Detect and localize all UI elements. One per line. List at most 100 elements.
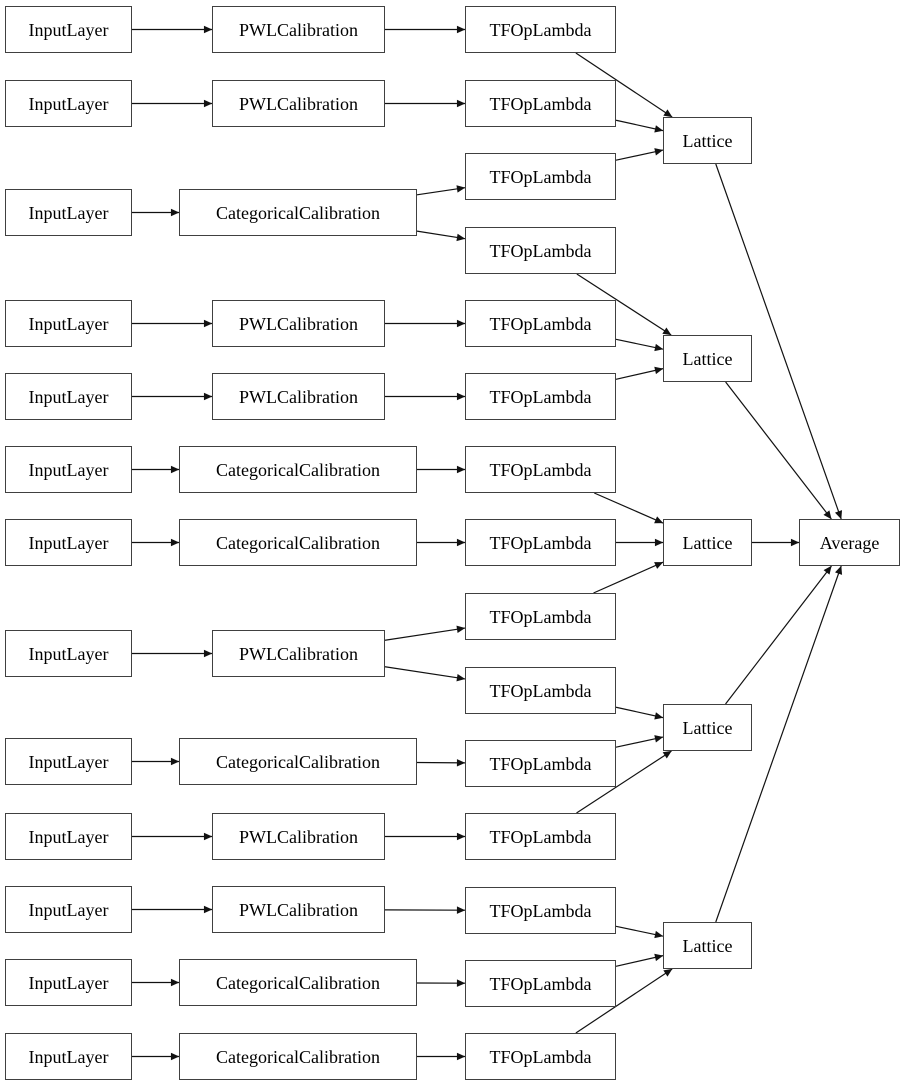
node-input-7: InputLayer [5, 519, 132, 566]
node-tfop-2: TFOpLambda [465, 80, 616, 127]
edges-group [132, 25, 843, 1061]
edge-calib-3-to-tfop-4 [416, 230, 466, 242]
node-label: TFOpLambda [489, 973, 592, 994]
node-label: PWLCalibration [239, 826, 358, 847]
node-label: TFOpLambda [489, 753, 592, 774]
edge-calib-3-to-tfop-3 [416, 185, 466, 196]
node-input-8: InputLayer [5, 630, 132, 677]
node-label: TFOpLambda [489, 93, 592, 114]
node-label: TFOpLambda [489, 826, 592, 847]
node-label: Lattice [682, 532, 733, 553]
edge-tfop-13-to-lattice-5 [615, 925, 664, 939]
node-tfop-15: TFOpLambda [465, 1033, 616, 1080]
node-calib-3: CategoricalCalibration [179, 189, 417, 236]
node-calib-7: CategoricalCalibration [179, 519, 417, 566]
node-label: Lattice [682, 717, 733, 738]
edge-tfop-4-to-lattice-2 [576, 273, 672, 336]
node-label: CategoricalCalibration [216, 202, 380, 223]
node-calib-10: PWLCalibration [212, 813, 385, 860]
node-label: TFOpLambda [489, 606, 592, 627]
node-tfop-10: TFOpLambda [465, 667, 616, 714]
edge-calib-8-to-tfop-9 [384, 625, 466, 641]
node-calib-2: PWLCalibration [212, 80, 385, 127]
node-input-5: InputLayer [5, 373, 132, 420]
node-input-6: InputLayer [5, 446, 132, 493]
node-lattice-5: Lattice [663, 922, 752, 969]
node-label: InputLayer [28, 313, 109, 334]
node-tfop-8: TFOpLambda [465, 519, 616, 566]
node-input-2: InputLayer [5, 80, 132, 127]
edge-tfop-5-to-lattice-2 [615, 338, 664, 352]
edge-tfop-12-to-lattice-4 [576, 750, 672, 814]
node-label: InputLayer [28, 899, 109, 920]
edge-tfop-6-to-lattice-2 [615, 366, 664, 380]
node-label: InputLayer [28, 972, 109, 993]
node-label: TFOpLambda [489, 240, 592, 261]
node-tfop-11: TFOpLambda [465, 740, 616, 787]
node-label: InputLayer [28, 93, 109, 114]
node-label: TFOpLambda [489, 313, 592, 334]
edge-tfop-15-to-lattice-5 [575, 968, 673, 1034]
edge-lattice-4-to-average [725, 565, 832, 705]
node-calib-12: CategoricalCalibration [179, 959, 417, 1006]
edge-tfop-7-to-lattice-3 [594, 492, 664, 524]
node-calib-4: PWLCalibration [212, 300, 385, 347]
node-label: CategoricalCalibration [216, 751, 380, 772]
edge-calib-8-to-tfop-10 [384, 666, 466, 682]
edge-tfop-11-to-lattice-4 [615, 735, 664, 748]
node-label: InputLayer [28, 202, 109, 223]
node-label: InputLayer [28, 19, 109, 40]
node-calib-13: CategoricalCalibration [179, 1033, 417, 1080]
node-label: PWLCalibration [239, 643, 358, 664]
node-tfop-5: TFOpLambda [465, 300, 616, 347]
edge-tfop-1-to-lattice-1 [575, 52, 673, 118]
node-label: TFOpLambda [489, 386, 592, 407]
node-calib-6: CategoricalCalibration [179, 446, 417, 493]
node-label: PWLCalibration [239, 386, 358, 407]
node-label: Lattice [682, 130, 733, 151]
node-label: InputLayer [28, 643, 109, 664]
node-input-4: InputLayer [5, 300, 132, 347]
node-label: TFOpLambda [489, 459, 592, 480]
node-label: Lattice [682, 348, 733, 369]
node-label: TFOpLambda [489, 680, 592, 701]
node-label: InputLayer [28, 1046, 109, 1067]
node-tfop-13: TFOpLambda [465, 887, 616, 934]
node-input-13: InputLayer [5, 1033, 132, 1080]
node-calib-11: PWLCalibration [212, 886, 385, 933]
node-tfop-4: TFOpLambda [465, 227, 616, 274]
node-tfop-14: TFOpLambda [465, 960, 616, 1007]
node-label: PWLCalibration [239, 899, 358, 920]
node-label: TFOpLambda [489, 900, 592, 921]
node-average: Average [799, 519, 900, 566]
node-label: CategoricalCalibration [216, 972, 380, 993]
node-lattice-2: Lattice [663, 335, 752, 382]
node-tfop-9: TFOpLambda [465, 593, 616, 640]
node-label: TFOpLambda [489, 19, 592, 40]
node-label: TFOpLambda [489, 166, 592, 187]
node-label: Lattice [682, 935, 733, 956]
node-input-3: InputLayer [5, 189, 132, 236]
edge-tfop-10-to-lattice-4 [615, 706, 664, 720]
node-tfop-12: TFOpLambda [465, 813, 616, 860]
node-label: InputLayer [28, 386, 109, 407]
node-lattice-1: Lattice [663, 117, 752, 164]
node-input-10: InputLayer [5, 813, 132, 860]
node-calib-5: PWLCalibration [212, 373, 385, 420]
node-lattice-3: Lattice [663, 519, 752, 566]
node-label: CategoricalCalibration [216, 1046, 380, 1067]
edge-tfop-14-to-lattice-5 [615, 953, 664, 967]
node-lattice-4: Lattice [663, 704, 752, 751]
edge-tfop-2-to-lattice-1 [615, 119, 664, 133]
node-label: Average [819, 532, 880, 553]
edge-lattice-1-to-average [715, 163, 843, 520]
node-label: InputLayer [28, 826, 109, 847]
node-tfop-1: TFOpLambda [465, 6, 616, 53]
node-input-11: InputLayer [5, 886, 132, 933]
edge-lattice-5-to-average [715, 565, 843, 923]
node-calib-1: PWLCalibration [212, 6, 385, 53]
node-label: PWLCalibration [239, 19, 358, 40]
node-input-9: InputLayer [5, 738, 132, 785]
node-input-1: InputLayer [5, 6, 132, 53]
